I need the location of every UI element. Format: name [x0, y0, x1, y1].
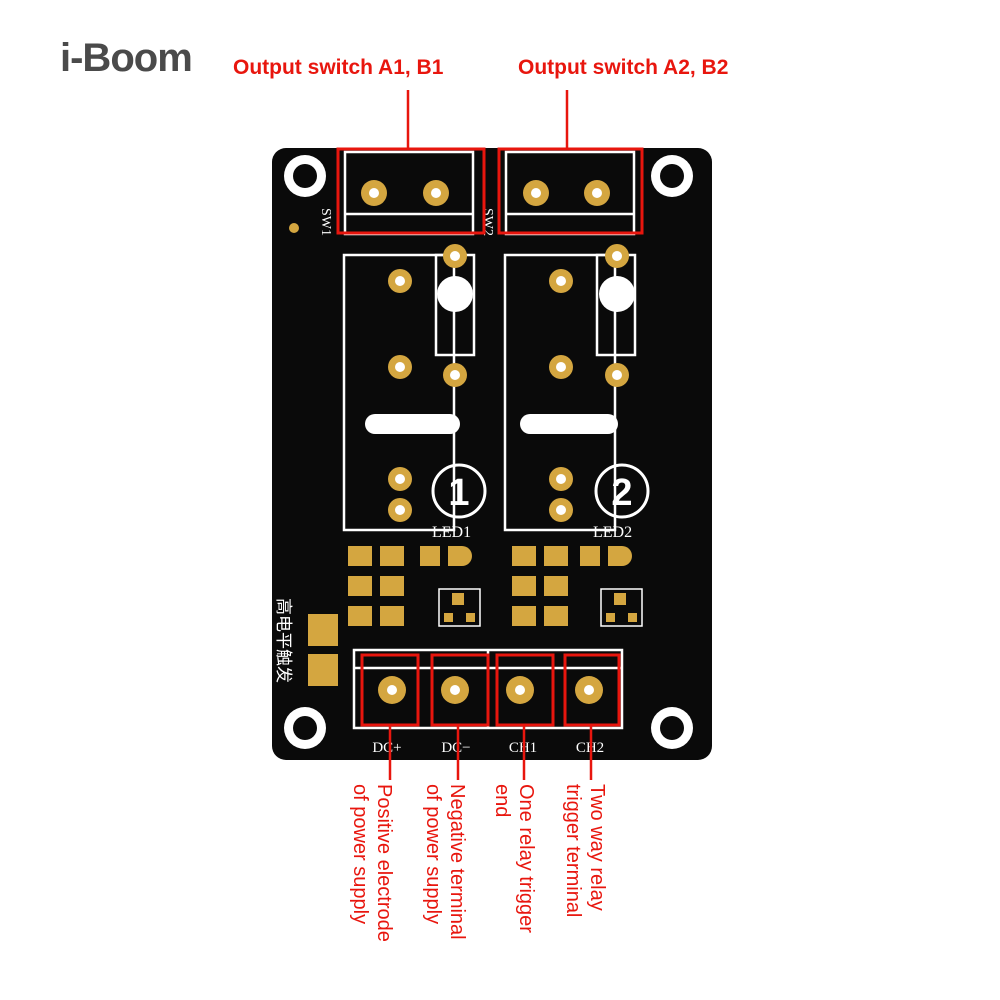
input-terminal-pads [378, 676, 603, 704]
sw1-silkscreen: SW1 [318, 208, 333, 236]
relay-2-number-circle [594, 463, 650, 519]
terminal-dc-minus: DC− [441, 740, 470, 756]
relay-2-slot [520, 414, 618, 434]
relay-2-hole [599, 276, 635, 312]
output-switch-2-label: Output switch A2, B2 [518, 56, 729, 79]
relay-1-pads [388, 244, 467, 522]
smd-outlines [438, 588, 643, 627]
relay-2-number: 2 [611, 472, 632, 514]
smd-pads [308, 546, 637, 686]
led2-silkscreen: LED2 [593, 524, 632, 541]
relay-1-number: 1 [448, 472, 469, 514]
output-highlight-boxes [336, 147, 644, 235]
relay-1-number-circle [431, 463, 487, 519]
terminal-dc-plus: DC+ [372, 740, 401, 756]
relay-1-slot [365, 414, 460, 434]
output-pointer-lines [406, 90, 569, 149]
via-pad [289, 223, 299, 233]
brand-logo-text: i-Boom [60, 36, 193, 80]
relay-2-pads [549, 244, 629, 522]
output-terminal-pads [361, 180, 610, 206]
led1-silkscreen: LED1 [432, 524, 471, 541]
trigger-type-silkscreen: 高电平触发 [273, 598, 293, 683]
relay-1-hole [437, 276, 473, 312]
input-pointer-lines [388, 725, 593, 780]
output-switch-1-label: Output switch A1, B1 [233, 56, 444, 79]
